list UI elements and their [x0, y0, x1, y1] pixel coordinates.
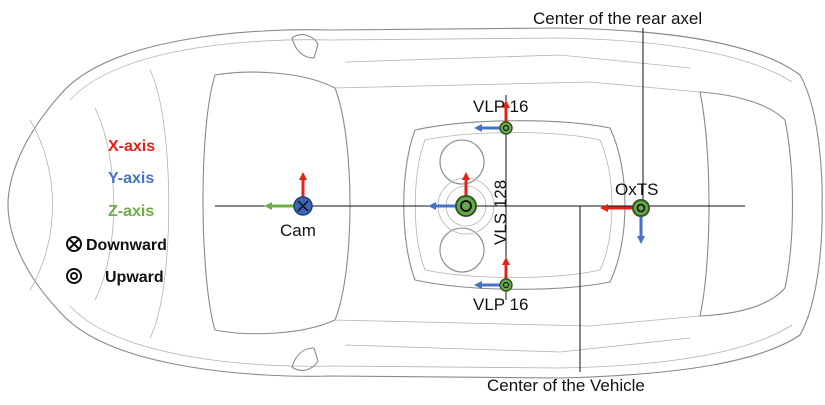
rear-axle-annotation: Center of the rear axel: [533, 9, 702, 28]
vls128-sensor: VLS 128: [428, 172, 510, 245]
vls128-label: VLS 128: [491, 180, 510, 245]
oxts-sensor: OxTS: [600, 180, 658, 244]
cross-circle-icon: [66, 236, 82, 252]
legend-upward: Upward: [105, 269, 164, 286]
legend-downward: Downward: [86, 237, 167, 254]
car-outline: [7, 27, 823, 379]
vehicle-center-annotation: Center of the Vehicle: [487, 376, 645, 395]
legend-x-axis: X-axis: [108, 138, 155, 155]
vlp16-top-label: VLP 16: [473, 97, 528, 116]
legend-y-axis: Y-axis: [108, 170, 154, 187]
double-circle-icon: [66, 268, 82, 284]
vlp16-bottom-sensor: VLP 16: [473, 257, 528, 314]
camera-sensor: Cam: [264, 172, 316, 240]
guide-lines: [215, 28, 745, 372]
vlp16-top-sensor: VLP 16: [473, 97, 528, 135]
oxts-label: OxTS: [615, 180, 658, 199]
cam-label: Cam: [280, 221, 316, 240]
legend-z-axis: Z-axis: [108, 203, 154, 220]
vlp16-bottom-label: VLP 16: [473, 295, 528, 314]
legend: X-axis Y-axis Z-axis Downward Upward: [66, 138, 167, 286]
